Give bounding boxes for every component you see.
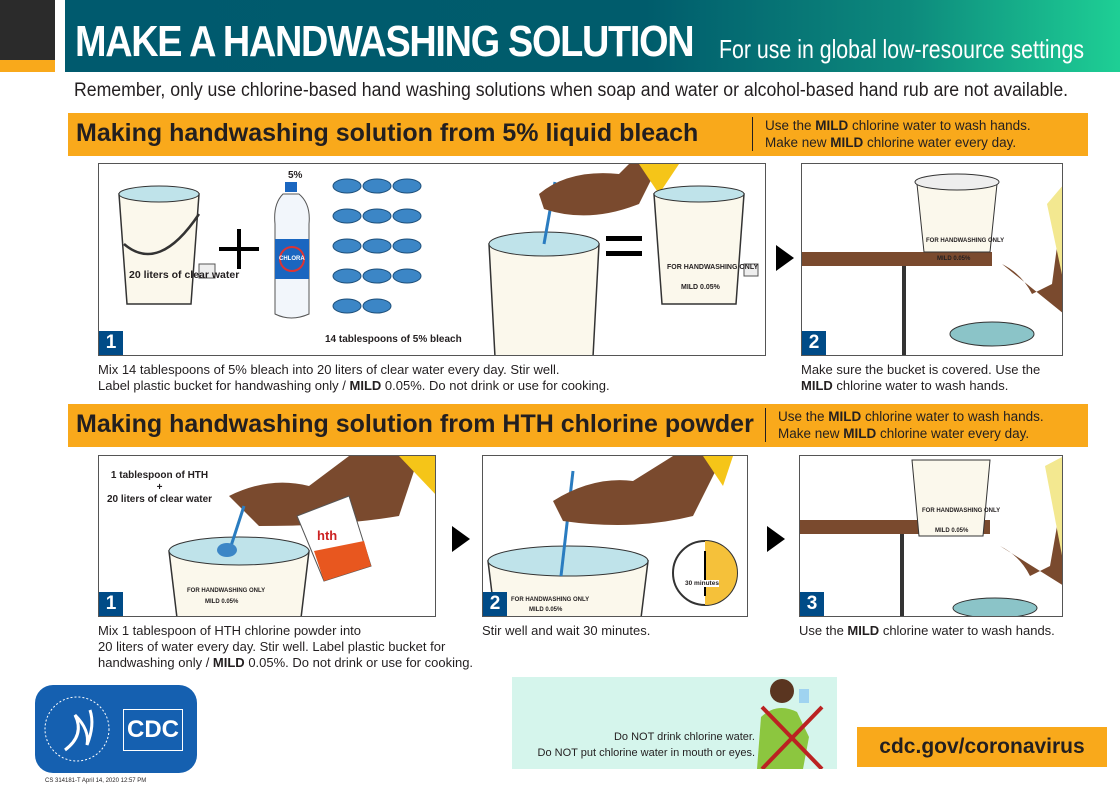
bucket-strength: MILD 0.05% — [681, 284, 720, 291]
water-bucket-icon — [118, 185, 216, 305]
s2-step2-panel: 30 minutes FOR HANDWASHING ONLY MILD 0.0… — [482, 455, 748, 617]
divider — [765, 408, 766, 442]
s2-step1-panel: 1 tablespoon of HTH+20 liters of clear w… — [98, 455, 436, 617]
page-title: MAKE A HANDWASHING SOLUTION — [75, 17, 695, 66]
s1-step1-panel: 20 liters of clear water 5% CHLORA 14 ta… — [98, 163, 766, 356]
next-arrow-icon — [776, 245, 794, 271]
stirring-illustration — [487, 456, 738, 616]
bucket-strength: MILD 0.05% — [937, 256, 971, 262]
step-number: 1 — [99, 331, 123, 355]
page-subtitle: For use in global low-resource settings — [718, 34, 1084, 64]
section2-note: Use the MILD chlorine water to wash hand… — [778, 409, 1044, 441]
bottle-brand: CHLORA — [279, 256, 305, 262]
step-number: 1 — [99, 592, 123, 616]
water-label: 20 liters of clear water — [129, 269, 240, 281]
timer-icon — [672, 540, 738, 606]
hth-label: 1 tablespoon of HTH+20 liters of clear w… — [107, 470, 213, 505]
labeled-bucket-icon — [653, 185, 759, 305]
timer-label: 30 minutes — [685, 580, 719, 587]
bucket-label: FOR HANDWASHING ONLY — [922, 508, 1001, 514]
s2-step3-caption: Use the MILD chlorine water to wash hand… — [799, 623, 1055, 638]
bucket-label: FOR HANDWASHING ONLY — [926, 238, 1005, 244]
s2-step3-panel: FOR HANDWASHING ONLY MILD 0.05% 3 — [799, 455, 1063, 617]
section2-header: Making handwashing solution from HTH chl… — [68, 404, 1088, 447]
section1-header: Making handwashing solution from 5% liqu… — [68, 113, 1088, 156]
section2-heading: Making handwashing solution from HTH chl… — [76, 410, 754, 438]
s1-step2-panel: FOR HANDWASHING ONLY MILD 0.05% 2 — [801, 163, 1063, 356]
no-drinking-icon — [757, 679, 824, 769]
remember-note: Remember, only use chlorine-based hand w… — [74, 80, 1069, 101]
s2-step2-caption: Stir well and wait 30 minutes. — [482, 623, 651, 638]
bucket-strength: MILD 0.05% — [529, 607, 563, 613]
hth-mixing-illustration — [168, 456, 435, 616]
tablespoons-icon — [332, 178, 422, 314]
s2-step1-caption: Mix 1 tablespoon of HTH chlorine powder … — [98, 623, 474, 670]
warning-box: Do NOT drink chlorine water.Do NOT put c… — [512, 677, 837, 769]
handwashing-station-illustration — [800, 457, 1062, 616]
bleach-bottle-icon — [274, 182, 310, 319]
bucket-label: FOR HANDWASHING ONLY — [187, 588, 266, 594]
stirring-bucket-icon — [488, 164, 679, 355]
hhs-eagle-icon — [44, 696, 110, 762]
equals-icon — [606, 236, 642, 256]
step-number: 2 — [802, 331, 826, 355]
bucket-label: FOR HANDWASHING ONLY — [667, 264, 759, 271]
divider — [752, 117, 753, 151]
bucket-strength: MILD 0.05% — [935, 528, 969, 534]
step-number: 3 — [800, 592, 824, 616]
step-number: 2 — [483, 592, 507, 616]
s1-step1-caption: Mix 14 tablespoons of 5% bleach into 20 … — [98, 362, 610, 393]
next-arrow-icon — [767, 526, 785, 552]
s1-step2-caption: Make sure the bucket is covered. Use the… — [801, 362, 1041, 393]
section1-heading: Making handwashing solution from 5% liqu… — [76, 119, 699, 147]
handwashing-station-illustration — [802, 173, 1062, 355]
bleach-mixing-illustration — [118, 164, 759, 355]
corner-block — [0, 0, 55, 60]
hhs-cdc-logo: CDC — [35, 685, 197, 773]
next-arrow-icon — [452, 526, 470, 552]
corner-accent — [0, 60, 55, 72]
spoons-label: 14 tablespoons of 5% bleach — [325, 334, 462, 345]
warning-text: Do NOT drink chlorine water.Do NOT put c… — [537, 731, 755, 759]
bucket-strength: MILD 0.05% — [205, 599, 239, 605]
header-banner: MAKE A HANDWASHING SOLUTION For use in g… — [65, 0, 1120, 72]
cdc-url[interactable]: cdc.gov/coronavirus — [857, 727, 1107, 767]
cdc-logo-text: CDC — [123, 709, 183, 751]
plus-icon — [219, 229, 259, 269]
section1-note: Use the MILD chlorine water to wash hand… — [765, 118, 1031, 150]
document-code: CS 314181-T April 14, 2020 12:57 PM — [45, 778, 147, 784]
container-brand: hth — [317, 528, 338, 543]
bottle-label: 5% — [288, 170, 303, 181]
bucket-label: FOR HANDWASHING ONLY — [511, 597, 590, 603]
